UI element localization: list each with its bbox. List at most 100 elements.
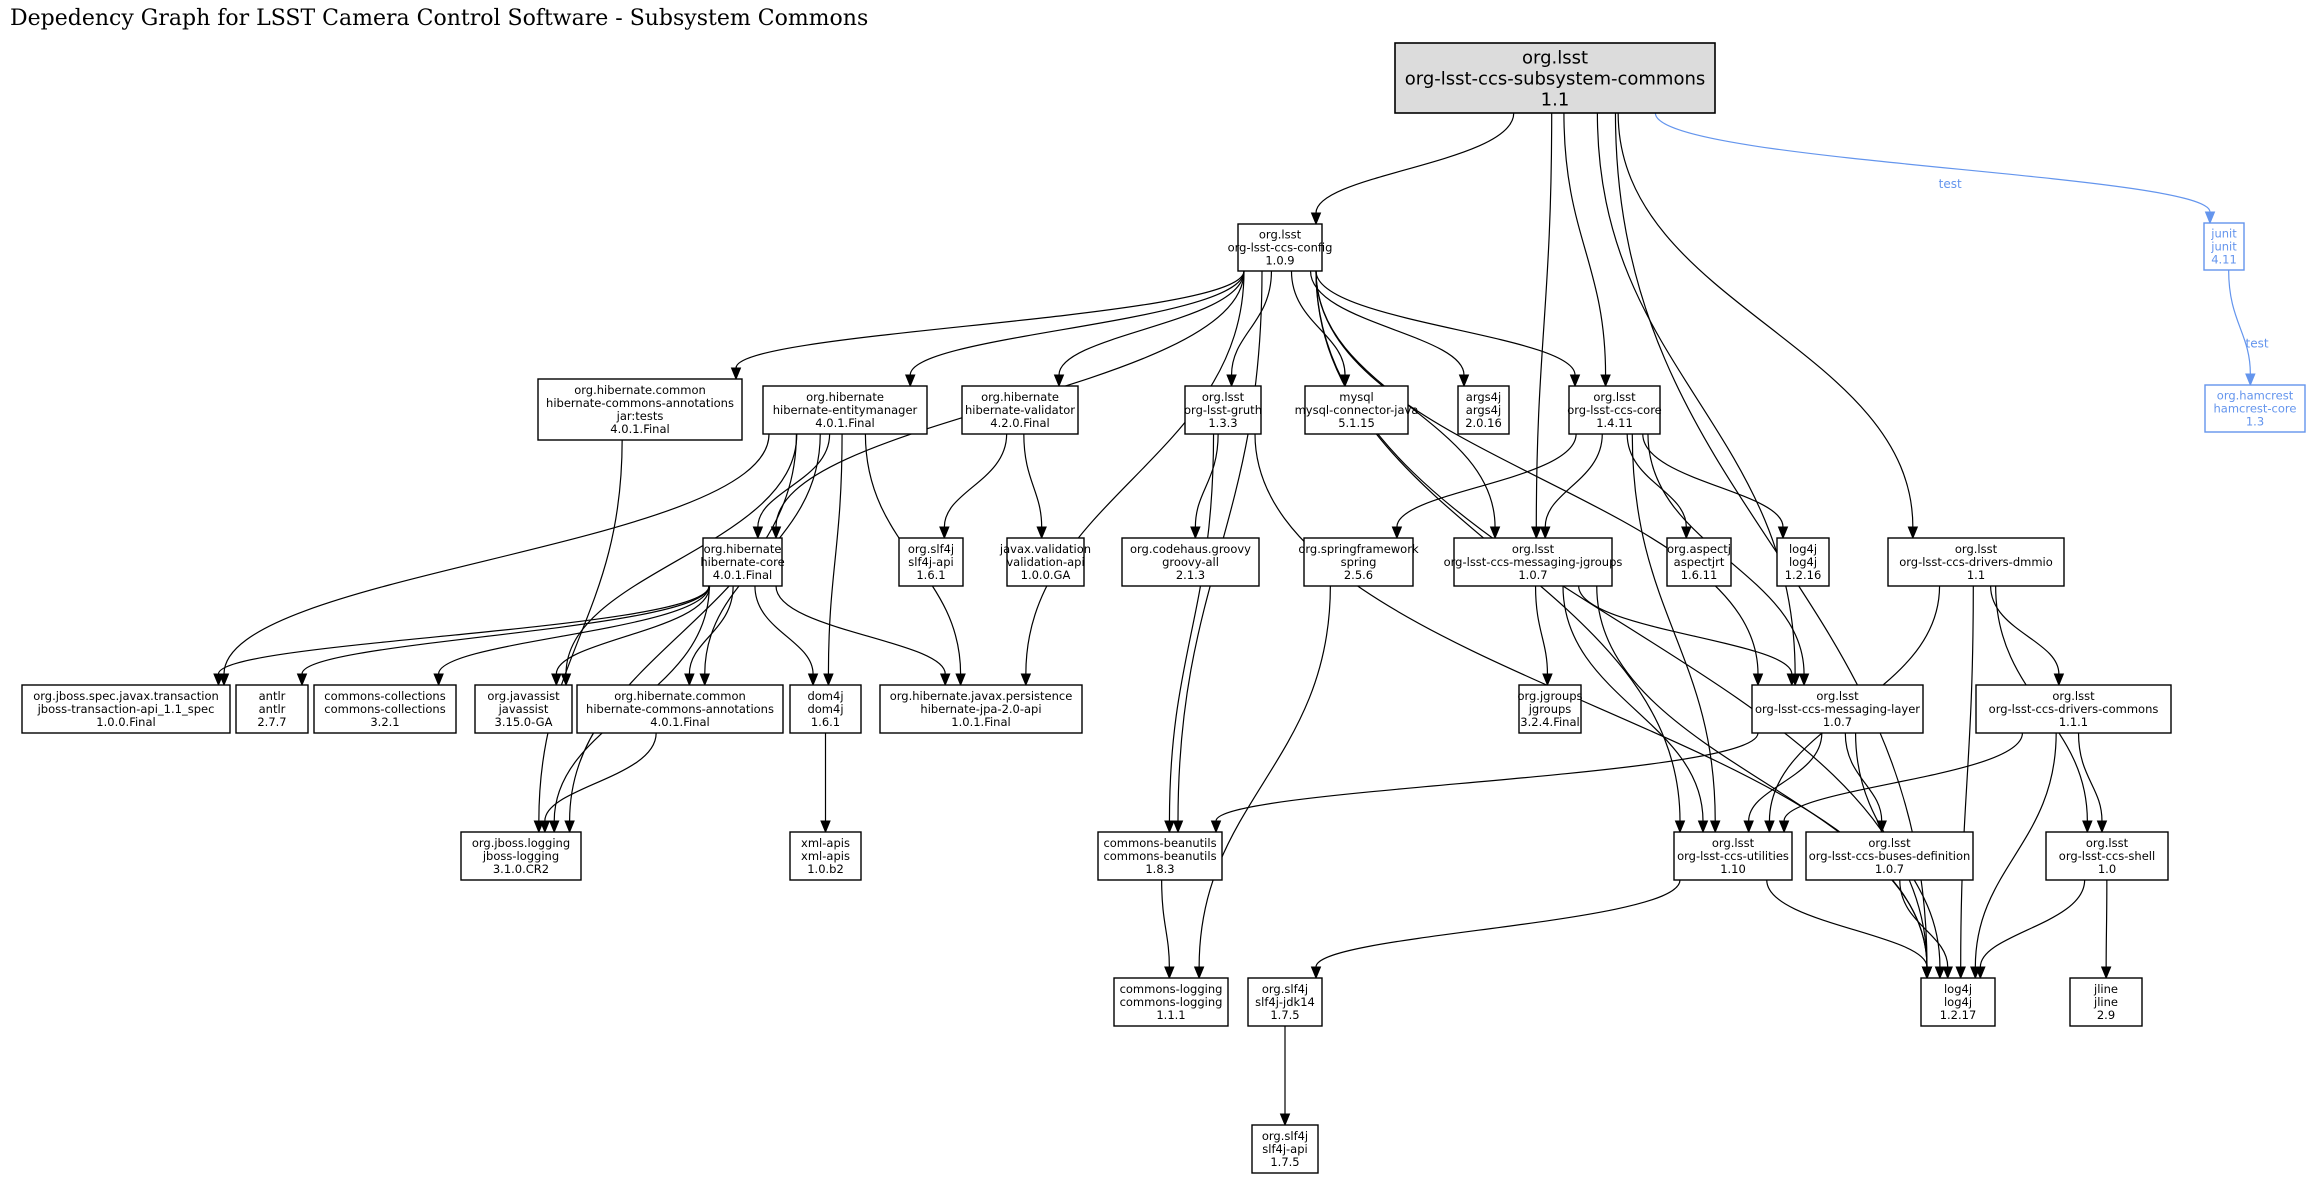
node-artifact: hibernate-commons-annotations bbox=[586, 702, 774, 716]
node-version: 1.0.0.GA bbox=[1021, 568, 1071, 582]
node-collections[interactable]: commons-collectionscommons-collections3.… bbox=[313, 684, 457, 734]
node-validator[interactable]: org.hibernatehibernate-validator4.2.0.Fi… bbox=[961, 385, 1079, 435]
node-group: org.jboss.logging bbox=[472, 836, 570, 850]
node-group: mysql bbox=[1339, 390, 1374, 404]
node-artifact: xml-apis bbox=[801, 849, 850, 863]
node-root[interactable]: org.lsstorg-lsst-ccs-subsystem-commons1.… bbox=[1394, 42, 1716, 114]
arrowhead-icon bbox=[939, 526, 950, 540]
node-artifact: org-lsst-ccs-buses-definition bbox=[1809, 849, 1971, 863]
node-box bbox=[1751, 684, 1924, 734]
edge-line bbox=[1290, 270, 1346, 376]
edge-msglayer-to-buses bbox=[1844, 732, 1887, 834]
node-artifact: jline bbox=[2093, 995, 2118, 1009]
node-box bbox=[789, 831, 862, 881]
node-box bbox=[1887, 537, 2065, 587]
arrowhead-icon bbox=[1777, 526, 1789, 540]
edge-config-to-jpa bbox=[1020, 270, 1245, 687]
node-version: 1.6.1 bbox=[811, 715, 840, 729]
arrowhead-icon bbox=[1569, 374, 1581, 388]
node-version: 1.10 bbox=[1720, 862, 1746, 876]
node-jgroupsmsg[interactable]: org.lsstorg-lsst-ccs-messaging-jgroups1.… bbox=[1444, 537, 1623, 587]
arrowhead-icon bbox=[770, 526, 782, 540]
edge-line bbox=[217, 585, 710, 675]
edge-jgroupsmsg-to-log4j1217 bbox=[1596, 585, 1933, 980]
node-version: 1.1.1 bbox=[1156, 1008, 1185, 1022]
node-msglayer[interactable]: org.lsstorg-lsst-ccs-messaging-layer1.0.… bbox=[1751, 684, 1924, 734]
node-group: org.springframework bbox=[1298, 542, 1419, 556]
edge-root-to-dmmio bbox=[1617, 112, 1919, 540]
arrowhead-icon bbox=[1752, 673, 1764, 687]
edge-shell-to-log4j1217 bbox=[1975, 879, 2086, 980]
node-jta[interactable]: org.jboss.spec.javax.transactionjboss-tr… bbox=[21, 684, 231, 734]
edge-line bbox=[223, 433, 770, 675]
edge-entitymanager-to-jta bbox=[218, 433, 770, 687]
node-version: 4.2.0.Final bbox=[990, 416, 1049, 430]
edge-gruth-to-beanutils bbox=[1164, 433, 1215, 834]
node-artifact: hibernate-entitymanager bbox=[773, 403, 918, 417]
node-artifact: hibernate-validator bbox=[965, 403, 1075, 417]
node-group: org.codehaus.groovy bbox=[1130, 542, 1251, 556]
node-group: log4j bbox=[1789, 542, 1817, 556]
edge-config-to-validator bbox=[1053, 270, 1245, 388]
node-box bbox=[1805, 831, 1974, 881]
arrowhead-icon bbox=[1674, 820, 1686, 834]
node-group: org.slf4j bbox=[1262, 1129, 1308, 1143]
node-version: 2.5.6 bbox=[1344, 568, 1373, 582]
node-box bbox=[1673, 831, 1793, 881]
node-jpa[interactable]: org.hibernate.javax.persistencehibernate… bbox=[879, 684, 1083, 734]
node-version: 1.0.7 bbox=[1875, 862, 1904, 876]
node-artifact: mysql-connector-java bbox=[1295, 403, 1419, 417]
node-buses[interactable]: org.lsstorg-lsst-ccs-buses-definition1.0… bbox=[1805, 831, 1974, 881]
node-hca_tests[interactable]: org.hibernate.commonhibernate-commons-an… bbox=[537, 378, 743, 441]
node-artifact: commons-logging bbox=[1120, 995, 1223, 1009]
node-box bbox=[1518, 684, 1582, 734]
edge-utilities-to-slf4jjdk bbox=[1310, 879, 1681, 980]
node-box bbox=[2203, 222, 2245, 271]
node-entitymanager[interactable]: org.hibernatehibernate-entitymanager4.0.… bbox=[762, 385, 928, 435]
node-box bbox=[1251, 1124, 1319, 1174]
node-drvcommons[interactable]: org.lsstorg-lsst-ccs-drivers-commons1.1.… bbox=[1975, 684, 2172, 734]
node-artifact: slf4j-api bbox=[1262, 1142, 1307, 1156]
node-group: commons-logging bbox=[1120, 982, 1223, 996]
edge-label: test bbox=[1939, 177, 1962, 191]
edge-root-to-core bbox=[1563, 112, 1611, 388]
node-group: org.hibernate.common bbox=[614, 689, 746, 703]
node-group: org.lsst bbox=[2052, 689, 2095, 703]
node-artifact: spring bbox=[1341, 555, 1377, 569]
arrowhead-icon bbox=[564, 820, 575, 834]
edge-utilities-to-log4j1217 bbox=[1766, 879, 1933, 980]
edge-line bbox=[1058, 270, 1245, 376]
node-hca[interactable]: org.hibernate.commonhibernate-commons-an… bbox=[576, 684, 784, 734]
node-group: org.lsst bbox=[1593, 390, 1636, 404]
arrowhead-icon bbox=[807, 673, 819, 687]
